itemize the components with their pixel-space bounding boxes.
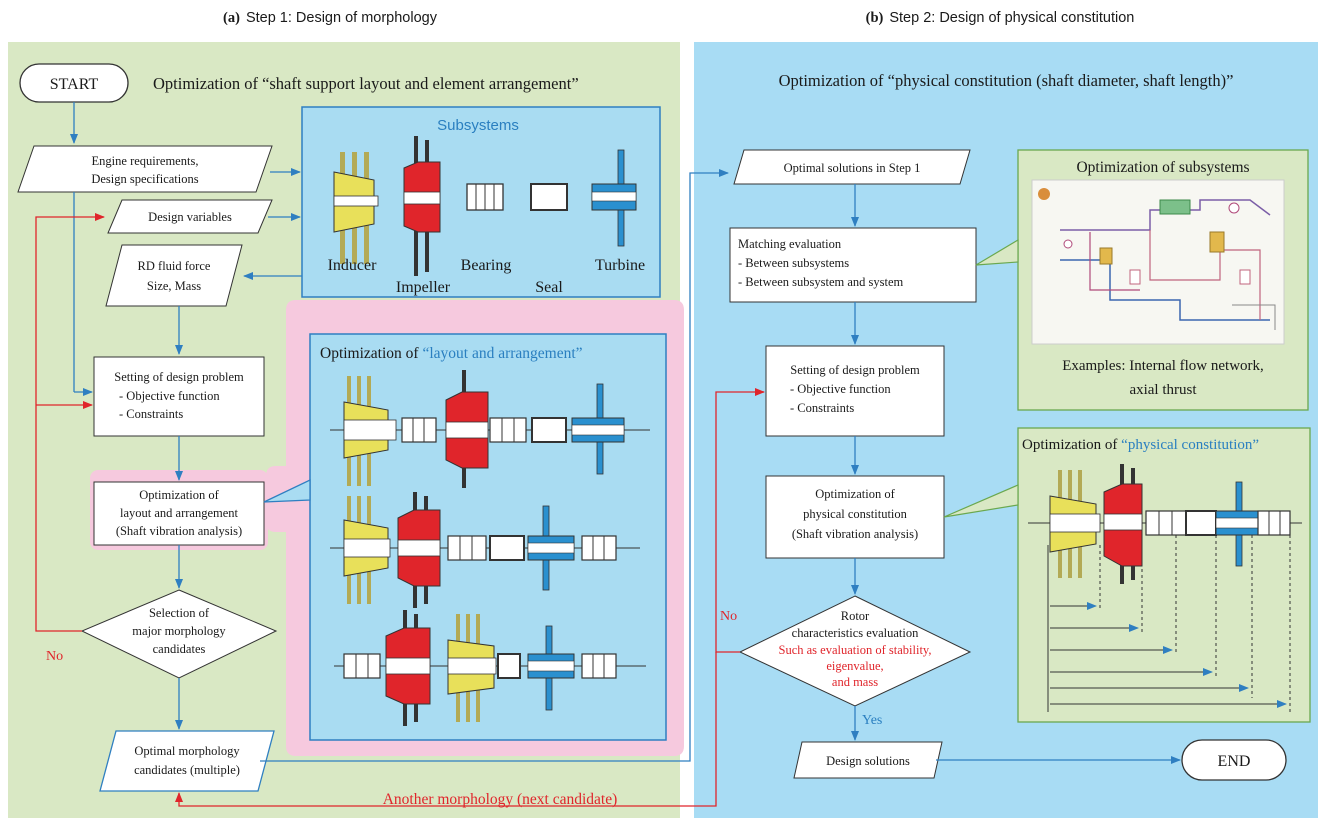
another-morphology-label: Another morphology (next candidate) xyxy=(383,791,618,808)
step1-setting-box xyxy=(93,356,265,437)
rotor-red-line1: Such as evaluation of stability, xyxy=(779,643,932,657)
design-solutions-label: Design solutions xyxy=(826,754,910,768)
seal-label: Seal xyxy=(535,279,563,296)
step2-setting-line1: Setting of design problem xyxy=(790,363,920,377)
end-label: END xyxy=(1218,753,1251,770)
rotor-red-line2: eigenvalue, xyxy=(826,659,883,673)
step1-no-label: No xyxy=(46,649,63,664)
optimal-line1: Optimal morphology xyxy=(134,744,240,758)
physical-callout-pointer xyxy=(943,484,1019,518)
design-variables-box xyxy=(107,199,273,234)
engine-requirements-box xyxy=(17,145,273,193)
step2-heading: Optimization of “physical constitution (… xyxy=(779,71,1234,90)
step2-opt-line3: (Shaft vibration analysis) xyxy=(792,527,918,541)
step2-header: (b)Step 2: Design of physical constituti… xyxy=(866,10,1135,26)
start-label: START xyxy=(50,76,99,93)
subsystem-optimization-title: Optimization of subsystems xyxy=(1076,159,1249,176)
subsystems-title: Subsystems xyxy=(437,117,519,134)
inducer-label: Inducer xyxy=(328,257,378,274)
rd-fluid-line1: RD fluid force xyxy=(138,259,211,273)
matching-line1: Matching evaluation xyxy=(738,237,842,251)
subsystem-caption-line2: axial thrust xyxy=(1129,382,1197,398)
physical-constitution-title: Optimization of “physical constitution” xyxy=(1022,437,1259,453)
turbine-label: Turbine xyxy=(595,257,645,274)
step1-header: (a)Step 1: Design of morphology xyxy=(223,10,438,26)
impeller-label: Impeller xyxy=(396,279,451,296)
bearing-label: Bearing xyxy=(461,257,512,274)
engine-req-line1: Engine requirements, xyxy=(92,154,199,168)
subsystem-callout-pointer xyxy=(975,238,1019,266)
step1-setting-line3: - Constraints xyxy=(119,407,183,421)
step1-heading: Optimization of “shaft support layout an… xyxy=(153,74,579,93)
callout-pointer xyxy=(263,478,311,503)
step2-optimization-box xyxy=(765,475,945,559)
step1-opt-line2: layout and arrangement xyxy=(120,506,239,520)
bearing-icon xyxy=(466,183,504,211)
selection-line3: candidates xyxy=(153,642,206,656)
arrangement-row-3 xyxy=(334,610,646,726)
matching-line3: - Between subsystem and system xyxy=(738,275,904,289)
step1-setting-line2: - Objective function xyxy=(119,389,220,403)
step2-arrows xyxy=(851,184,1181,764)
engine-req-line2: Design specifications xyxy=(91,172,198,186)
step1-arrows xyxy=(70,102,729,762)
step2-setting-line3: - Constraints xyxy=(790,401,854,415)
rotor-line2: characteristics evaluation xyxy=(792,626,919,640)
selection-line2: major morphology xyxy=(132,624,226,638)
subsystem-caption-line1: Examples: Internal flow network, xyxy=(1062,358,1264,374)
step2-opt-line1: Optimization of xyxy=(815,487,895,501)
step2-no-label: No xyxy=(720,609,737,624)
inducer-icon xyxy=(333,152,379,264)
step2-feedback-arrows xyxy=(175,388,765,807)
step2-setting-line2: - Objective function xyxy=(790,382,891,396)
step1-opt-line1: Optimization of xyxy=(139,488,219,502)
optimal-line2: candidates (multiple) xyxy=(134,763,240,777)
optimal-step1-label: Optimal solutions in Step 1 xyxy=(784,161,921,175)
seal-icon xyxy=(530,183,568,211)
optimal-morphology-box xyxy=(99,730,275,792)
arrangement-row-2 xyxy=(330,492,640,608)
design-variables-label: Design variables xyxy=(148,210,232,224)
matching-line2: - Between subsystems xyxy=(738,256,849,270)
dimension-lines xyxy=(1047,535,1291,712)
rd-fluid-force-box xyxy=(105,244,243,307)
optimal-step1-box xyxy=(733,149,971,185)
step2-opt-line2: physical constitution xyxy=(803,507,908,521)
selection-line1: Selection of xyxy=(149,606,210,620)
arrangement-row-1 xyxy=(330,370,650,488)
layout-arrangement-title: Optimization of “layout and arrangement” xyxy=(320,345,583,362)
turbine-icon xyxy=(591,149,637,247)
step1-opt-line3: (Shaft vibration analysis) xyxy=(116,524,242,538)
flow-network-image xyxy=(1031,179,1285,345)
rd-fluid-line2: Size, Mass xyxy=(147,279,201,293)
step1-feedback-arrows xyxy=(35,213,105,632)
physical-rotor-drawing xyxy=(1028,464,1302,584)
rotor-line1: Rotor xyxy=(841,609,870,623)
end-terminal xyxy=(1181,739,1287,781)
rotor-red-line3: and mass xyxy=(832,675,878,689)
step1-setting-line1: Setting of design problem xyxy=(114,370,244,384)
design-solutions-box xyxy=(793,741,943,779)
step2-yes-label: Yes xyxy=(862,713,882,728)
physical-constitution-box xyxy=(1017,427,1311,723)
impeller-icon xyxy=(403,136,441,276)
